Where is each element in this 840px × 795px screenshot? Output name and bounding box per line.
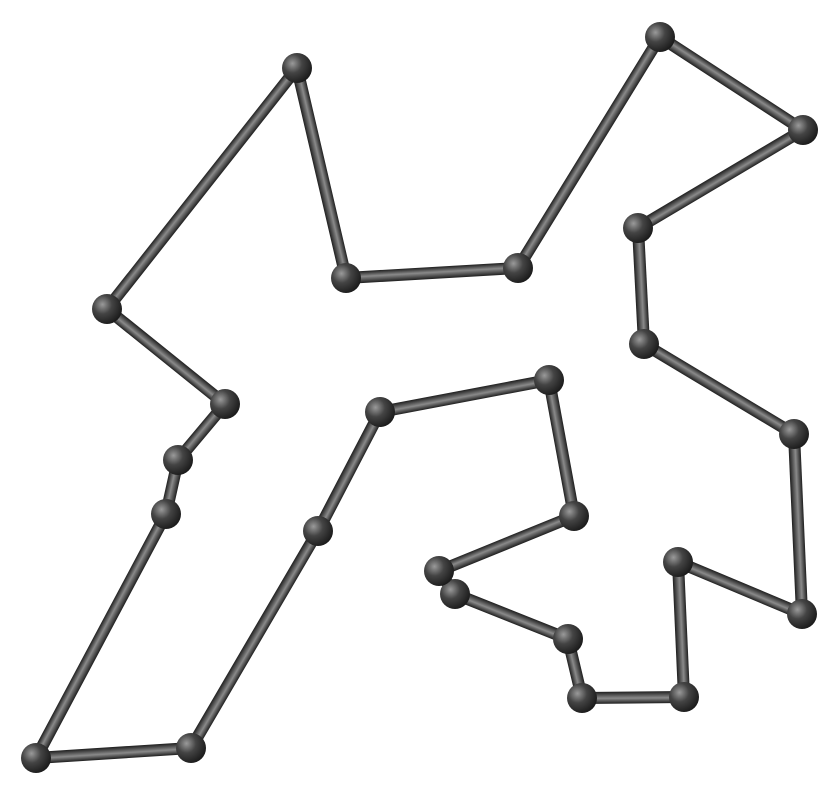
polygon-edge (656, 31, 807, 136)
edge-stick (512, 33, 666, 272)
polygon-vertex (669, 682, 699, 712)
polygon-edge (185, 527, 324, 752)
polygon-edge (675, 556, 805, 620)
polygon-edge (543, 378, 580, 518)
edge-stick (788, 433, 808, 615)
polygon-vertex (210, 389, 240, 419)
edge-stick (672, 561, 690, 698)
edge-stick (634, 124, 807, 234)
edge-stick (581, 691, 685, 704)
polygon-vertex (567, 683, 597, 713)
polygon-vertex (629, 329, 659, 359)
edge-stick (312, 409, 386, 534)
polygon-edge (102, 64, 302, 313)
polygon-edge (672, 561, 690, 698)
polygon-vertex (92, 294, 122, 324)
polygon-edge (378, 374, 551, 418)
edge-stick (30, 511, 172, 761)
edge-stick (656, 31, 807, 136)
edge-stick (103, 304, 229, 409)
polygon-edge (173, 400, 230, 464)
edge-stick (640, 338, 798, 440)
polygon-vertex (663, 547, 693, 577)
polygon-edge (634, 124, 807, 234)
edge-stick (345, 262, 519, 284)
polygon-vertex (365, 397, 395, 427)
polygon-vertices (21, 22, 818, 773)
polygon-vertex (534, 365, 564, 395)
edge-stick (173, 400, 230, 464)
edge-stick (632, 227, 650, 345)
polygon-edge (452, 588, 571, 645)
polygon-edge (581, 691, 685, 704)
polygon-vertex (282, 53, 312, 83)
polygon-vertex (559, 501, 589, 531)
polygon-edge (35, 742, 192, 764)
polygon-vertex (163, 445, 193, 475)
polygon-vertex (503, 253, 533, 283)
polygon-edge (632, 227, 650, 345)
polygon-vertex (21, 743, 51, 773)
polygon-vertex (424, 556, 454, 586)
polygon-vertex (623, 213, 653, 243)
polygon-vertex (779, 419, 809, 449)
polygon-edges (30, 31, 808, 764)
polygon-vertex (151, 499, 181, 529)
edge-stick (185, 527, 324, 752)
polygon-vertex (331, 263, 361, 293)
polygon-edge (291, 66, 352, 280)
edge-stick (378, 374, 551, 418)
edge-stick (675, 556, 805, 620)
edge-stick (543, 378, 580, 518)
polygon-vertex (176, 733, 206, 763)
polygon-edge (345, 262, 519, 284)
edge-stick (291, 66, 352, 280)
polygon-vertex (645, 22, 675, 52)
polygon-vertex (553, 624, 583, 654)
edge-stick (436, 510, 577, 577)
polygon-edge (103, 304, 229, 409)
edge-stick (35, 742, 192, 764)
polygon-vertex (303, 516, 333, 546)
edge-stick (452, 588, 571, 645)
polygon-edge (436, 510, 577, 577)
polygon-vertex (788, 115, 818, 145)
edge-stick (102, 64, 302, 313)
polygon-edge (788, 433, 808, 615)
polygon-vertex (787, 599, 817, 629)
polygon-edge (640, 338, 798, 440)
polygon-edge (312, 409, 386, 534)
polygon-vertex (440, 579, 470, 609)
polygon-edge (30, 511, 172, 761)
polygon-edge (512, 33, 666, 272)
